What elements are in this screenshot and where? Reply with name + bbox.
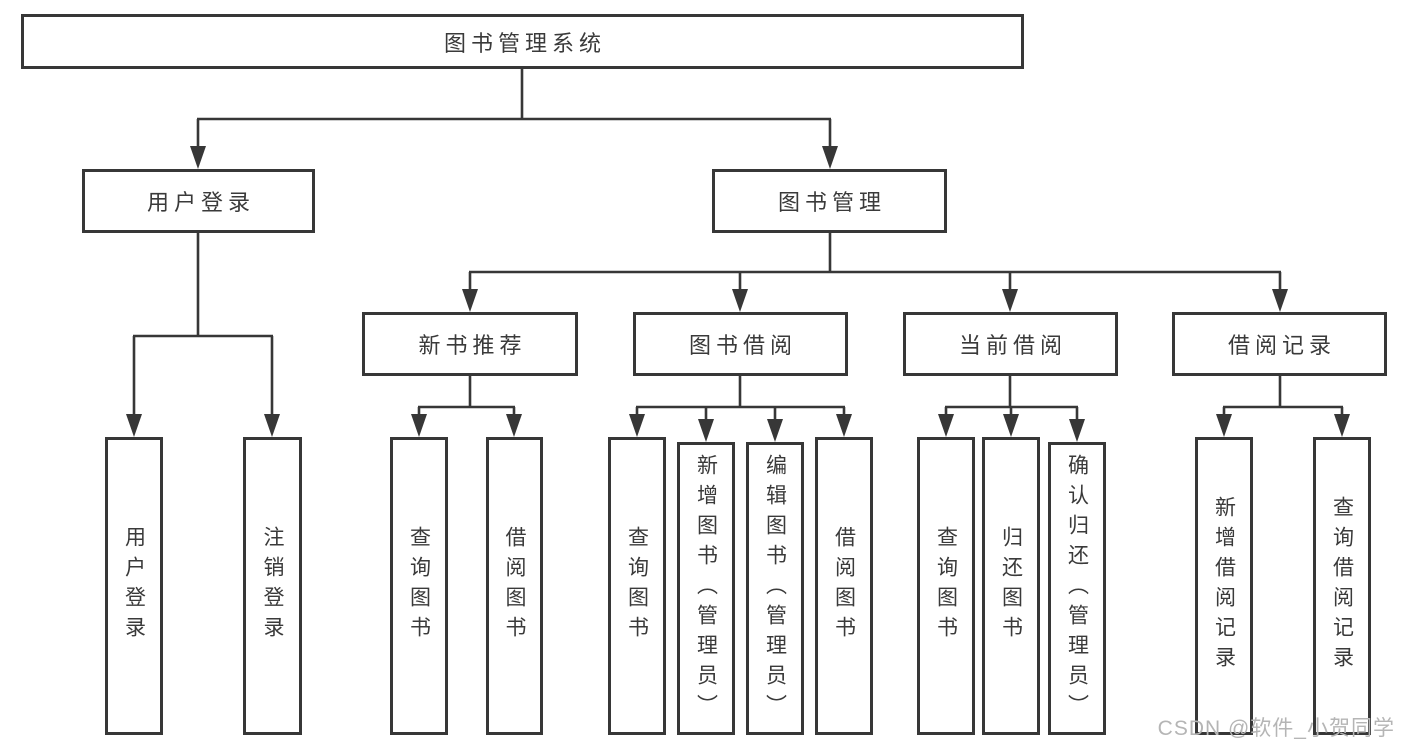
leaf-query-book-borrow-label: 查询图书 [625, 526, 649, 646]
node-library-system-label: 图书管理系统 [443, 30, 606, 56]
leaf-return-book: 归还图书 [982, 437, 1040, 735]
leaf-user-login-label: 用户登录 [122, 526, 146, 646]
leaf-logout-label: 注销登录 [261, 526, 284, 646]
leaf-return-book-label: 归还图书 [999, 526, 1023, 646]
node-book-borrow: 图书借阅 [633, 312, 848, 376]
leaf-query-book-recommend-label: 查询图书 [407, 526, 431, 646]
node-current-borrow: 当前借阅 [903, 312, 1118, 376]
leaf-query-book-current: 查询图书 [917, 437, 975, 735]
connector-group-new-book [411, 376, 522, 437]
csdn-watermark: CSDN @软件_小贺同学 [1157, 717, 1395, 740]
leaf-borrow-book-recommend-label: 借阅图书 [503, 526, 526, 646]
leaf-add-book-admin: 新增图书（管理员） [677, 442, 735, 735]
leaf-confirm-return-admin-label: 确认归还（管理员） [1065, 453, 1089, 724]
node-current-borrow-label: 当前借阅 [958, 333, 1067, 358]
leaf-edit-book-admin-label: 编辑图书（管理员） [763, 453, 787, 724]
connector-user-login-children [126, 233, 280, 437]
node-new-book-recommend: 新书推荐 [362, 312, 578, 376]
leaf-query-book-borrow: 查询图书 [608, 437, 666, 735]
leaf-query-book-current-label: 查询图书 [934, 526, 958, 646]
node-library-system: 图书管理系统 [21, 14, 1024, 69]
node-book-borrow-label: 图书借阅 [688, 333, 797, 358]
connector-root-to-level2 [190, 69, 838, 169]
leaf-confirm-return-admin: 确认归还（管理员） [1048, 442, 1106, 735]
node-book-management-label: 图书管理 [777, 190, 886, 215]
leaf-add-book-admin-label: 新增图书（管理员） [694, 453, 718, 724]
connector-group-borrow-records [1216, 376, 1350, 437]
node-new-book-recommend-label: 新书推荐 [418, 333, 527, 358]
leaf-edit-book-admin: 编辑图书（管理员） [746, 442, 804, 735]
leaf-borrow-book-recommend: 借阅图书 [486, 437, 543, 735]
leaf-query-book-recommend: 查询图书 [390, 437, 448, 735]
leaf-query-borrow-record-label: 查询借阅记录 [1330, 496, 1354, 676]
node-user-login: 用户登录 [82, 169, 315, 233]
leaf-logout: 注销登录 [243, 437, 302, 735]
connector-group-book-borrow [629, 376, 852, 442]
node-borrow-records-label: 借阅记录 [1227, 333, 1336, 358]
node-book-management: 图书管理 [712, 169, 947, 233]
connector-group-current-borrow [938, 376, 1085, 442]
leaf-add-borrow-record: 新增借阅记录 [1195, 437, 1253, 735]
node-borrow-records: 借阅记录 [1172, 312, 1387, 376]
leaf-user-login: 用户登录 [105, 437, 163, 735]
node-user-login-label: 用户登录 [146, 190, 255, 215]
leaf-query-borrow-record: 查询借阅记录 [1313, 437, 1371, 735]
leaf-add-borrow-record-label: 新增借阅记录 [1212, 496, 1236, 676]
leaf-borrow-book: 借阅图书 [815, 437, 873, 735]
connector-book-mgmt-to-groups [462, 233, 1288, 312]
leaf-borrow-book-label: 借阅图书 [832, 526, 856, 646]
